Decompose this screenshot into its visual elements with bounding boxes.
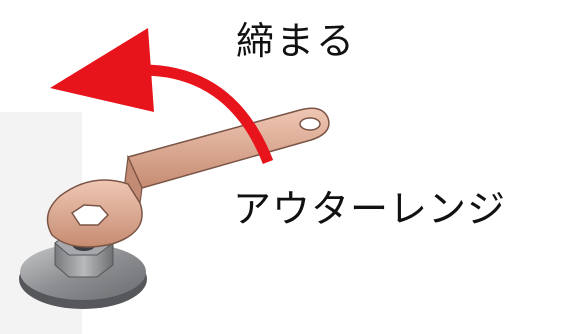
- outer-wrench: [46, 107, 330, 248]
- washer: [19, 244, 147, 309]
- curved-arrow-icon: [50, 28, 274, 165]
- part-label: アウターレンジ: [233, 187, 507, 231]
- action-label: 締まる: [236, 19, 357, 63]
